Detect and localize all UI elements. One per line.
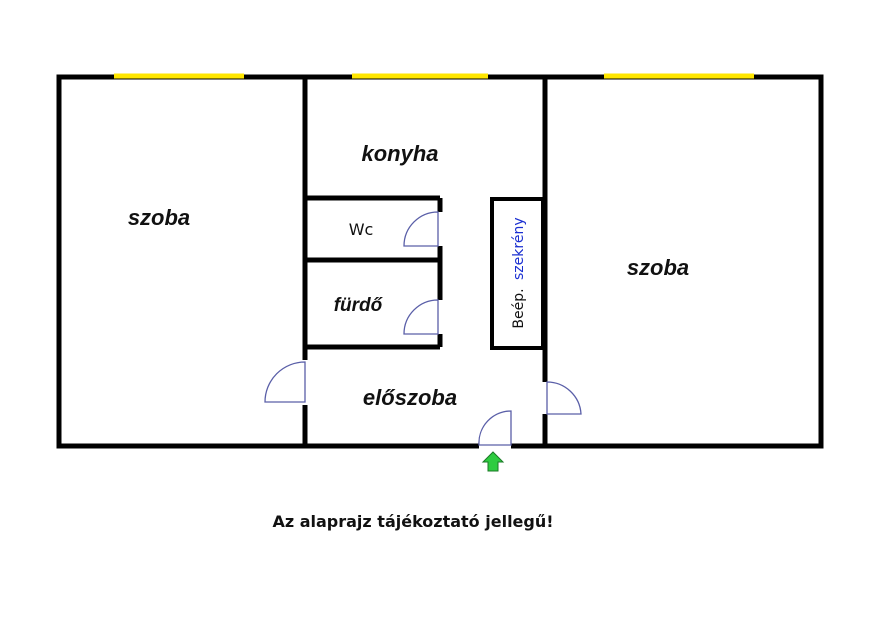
label-closet: Beép. szekrény [511, 217, 527, 328]
disclaimer-note: Az alaprajz tájékoztató jellegű! [272, 512, 554, 531]
door-right-room [546, 381, 582, 415]
door-arcs [264, 211, 582, 446]
label-closet-prefix: Beép. [511, 288, 527, 328]
interior-walls [302, 77, 548, 446]
label-bathroom: fürdő [334, 295, 384, 316]
entrance-arrow-icon [481, 451, 505, 472]
label-closet-word: szekrény [511, 217, 527, 280]
door-wc [403, 211, 439, 247]
label-hall: előszoba [363, 385, 457, 410]
door-entrance [478, 410, 512, 446]
door-bathroom [403, 299, 439, 335]
door-left-room [264, 361, 306, 403]
label-kitchen: konyha [361, 141, 438, 166]
label-right-room: szoba [627, 255, 689, 280]
label-wc: Wc [349, 220, 374, 239]
built-in-closet [490, 197, 545, 350]
label-left-room: szoba [128, 205, 190, 230]
